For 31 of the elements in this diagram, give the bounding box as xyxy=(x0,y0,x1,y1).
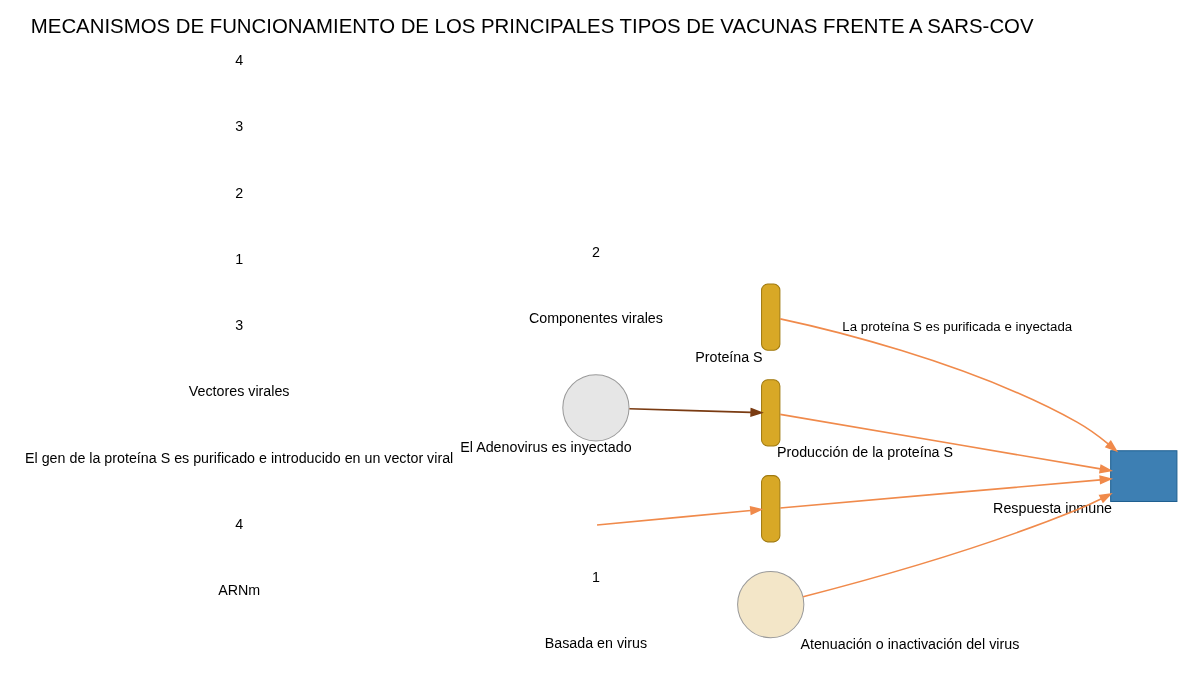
label: 3 xyxy=(234,317,243,334)
label: Componentes virales xyxy=(528,309,663,326)
arrow xyxy=(628,407,764,418)
label: 2 xyxy=(591,243,600,260)
node-label: Atenuación o inactivación del virus xyxy=(799,636,1019,653)
edge-label: La proteína S es purificada e inyectada xyxy=(841,318,1072,334)
node-bar xyxy=(760,475,780,543)
label: 2 xyxy=(234,184,243,201)
node-bar xyxy=(760,283,780,351)
arrow xyxy=(778,413,1113,474)
arrow xyxy=(778,318,1118,453)
label: Basada en virus xyxy=(544,635,647,652)
node-label: Proteína S xyxy=(694,348,763,365)
arrow xyxy=(801,492,1113,598)
node-box xyxy=(1109,450,1177,503)
node-label: El Adenovirus es inyectado xyxy=(459,439,632,456)
arrow xyxy=(778,475,1113,509)
label: 1 xyxy=(591,568,600,585)
label: El gen de la proteína S es purificado e introducido en un vector viral xyxy=(24,449,453,466)
label: Vectores virales xyxy=(188,383,289,400)
arrow xyxy=(595,505,764,526)
node-bar xyxy=(760,379,780,447)
label: 1 xyxy=(234,250,243,267)
node-circle xyxy=(561,374,630,442)
label: ARNm xyxy=(217,582,260,599)
label: 4 xyxy=(234,52,243,69)
label: 3 xyxy=(234,118,243,135)
node-label: Producción de la proteína S xyxy=(776,444,953,461)
node-circle xyxy=(736,570,804,639)
diagram-title: MECANISMOS DE FUNCIONAMIENTO DE LOS PRINCIPALES TIPOS DE VACUNAS FRENTE A SARS-COV xyxy=(30,14,1034,37)
label: 4 xyxy=(234,515,243,532)
